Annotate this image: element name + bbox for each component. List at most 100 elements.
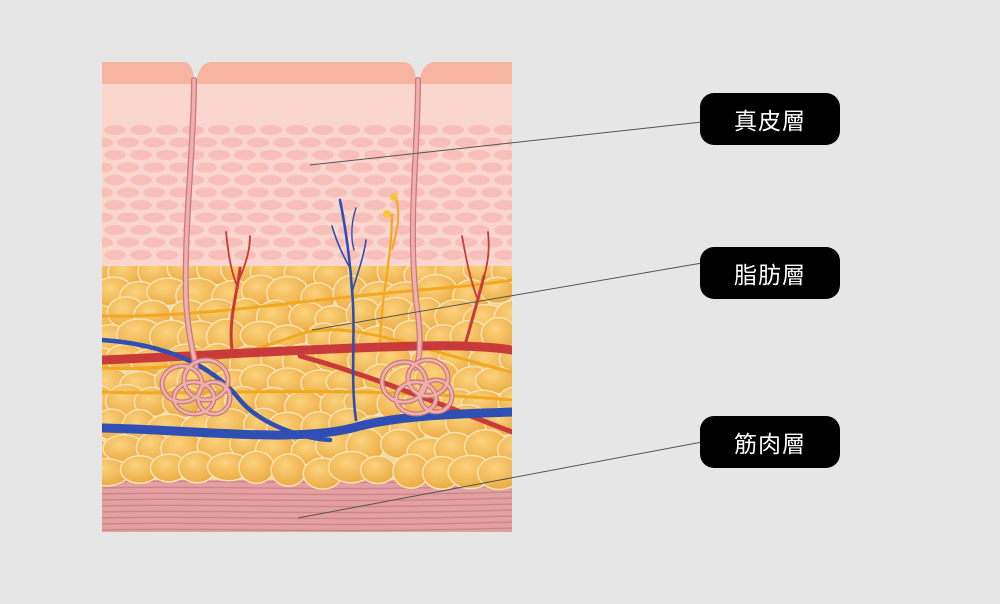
dermis-cell bbox=[351, 162, 373, 173]
dermis-cell bbox=[364, 125, 386, 135]
dermis-cell bbox=[468, 250, 490, 260]
dermis-cell bbox=[247, 212, 269, 223]
dermis-cell bbox=[494, 200, 512, 210]
dermis-cell bbox=[117, 212, 139, 223]
dermis-cell bbox=[234, 250, 256, 260]
dermis-cell bbox=[195, 137, 217, 148]
dermis-cell bbox=[78, 225, 100, 235]
dermis-cell bbox=[312, 225, 334, 235]
dermis-cell bbox=[429, 212, 451, 223]
dermis-cell bbox=[429, 187, 451, 198]
dermis-cell bbox=[208, 125, 230, 135]
dermis-cell bbox=[390, 175, 412, 185]
dermis-cell bbox=[221, 237, 243, 248]
dermis-cell bbox=[338, 225, 360, 235]
dermis-cell bbox=[195, 162, 217, 173]
dermis-cell bbox=[102, 162, 113, 173]
dermis-cell bbox=[208, 200, 230, 210]
dermis-cell bbox=[442, 175, 464, 185]
dermis-cell bbox=[390, 225, 412, 235]
dermis-cell bbox=[416, 250, 438, 260]
dermis-cell bbox=[312, 175, 334, 185]
dermis-cell bbox=[455, 137, 477, 148]
dermis-cell bbox=[156, 125, 178, 135]
dermis-cell bbox=[416, 125, 438, 135]
dermis-cell bbox=[325, 137, 347, 148]
dermis-cell bbox=[416, 175, 438, 185]
dermis-cell bbox=[247, 162, 269, 173]
dermis-cell bbox=[104, 175, 126, 185]
dermis-cell bbox=[234, 150, 256, 160]
dermis-cell bbox=[130, 125, 152, 135]
dermis-cell bbox=[481, 137, 503, 148]
dermis-cell bbox=[442, 125, 464, 135]
dermis-cell bbox=[104, 200, 126, 210]
dermis-cell bbox=[195, 237, 217, 248]
dermis-cell bbox=[169, 137, 191, 148]
dermis-cell bbox=[312, 125, 334, 135]
dermis-cell bbox=[494, 250, 512, 260]
dermis-cell bbox=[221, 137, 243, 148]
dermis-cell bbox=[221, 212, 243, 223]
dermis-cell bbox=[286, 175, 308, 185]
fat-cell bbox=[359, 455, 397, 485]
muscle-fiber bbox=[102, 509, 512, 514]
dermis-cell bbox=[78, 175, 100, 185]
dermis-cell bbox=[156, 150, 178, 160]
sweat-gland-right bbox=[379, 77, 455, 417]
dermis-cell bbox=[143, 187, 165, 198]
dermis-cell bbox=[260, 200, 282, 210]
dermis-cell bbox=[455, 237, 477, 248]
fat-cell bbox=[270, 453, 307, 487]
dermis-cell bbox=[260, 250, 282, 260]
dermis-cell bbox=[299, 137, 321, 148]
dermis-cell bbox=[104, 225, 126, 235]
dermis-cell bbox=[325, 212, 347, 223]
dermis-cell bbox=[143, 212, 165, 223]
dermis-cell bbox=[234, 200, 256, 210]
sweat-gland-left bbox=[159, 77, 233, 417]
dermis-cell bbox=[507, 213, 512, 222]
dermis-cell bbox=[156, 225, 178, 235]
dermis-cell bbox=[260, 125, 282, 135]
dermis-cell bbox=[221, 187, 243, 198]
label-fat-layer: 脂肪層 bbox=[700, 247, 840, 299]
label-muscle-layer: 筋肉層 bbox=[700, 416, 840, 468]
dermis-cell bbox=[195, 212, 217, 223]
dermis-cell bbox=[364, 225, 386, 235]
dermis-cell bbox=[78, 125, 100, 135]
dermis-cell bbox=[78, 200, 100, 210]
dermis-cell bbox=[351, 137, 373, 148]
nerve-ending bbox=[390, 193, 398, 201]
dermis-cell bbox=[494, 125, 512, 135]
dermis-cell bbox=[429, 237, 451, 248]
dermis-cell bbox=[455, 187, 477, 198]
muscle-fiber bbox=[102, 491, 512, 496]
dermis-cell bbox=[234, 175, 256, 185]
dermis-cell bbox=[299, 187, 321, 198]
dermis-cell bbox=[130, 150, 152, 160]
dermis-cell bbox=[143, 137, 165, 148]
dermis-cell bbox=[416, 200, 438, 210]
muscle-fiber bbox=[102, 527, 512, 532]
dermis-cell bbox=[117, 162, 139, 173]
dermis-cell bbox=[102, 187, 113, 198]
dermis-cell bbox=[442, 225, 464, 235]
dermis-cell bbox=[130, 225, 152, 235]
dermis-cell bbox=[416, 225, 438, 235]
dermis-cell bbox=[208, 250, 230, 260]
dermis-cell bbox=[338, 150, 360, 160]
fat-cell bbox=[477, 455, 512, 491]
dermis-cell bbox=[494, 150, 512, 160]
dermis-cell bbox=[247, 137, 269, 148]
dermis-cell bbox=[507, 163, 512, 172]
dermis-cell bbox=[299, 212, 321, 223]
epidermis-layer bbox=[102, 62, 512, 84]
dermis-cell bbox=[130, 175, 152, 185]
dermis-cell bbox=[273, 212, 295, 223]
muscle-fiber bbox=[102, 497, 512, 502]
dermis-cell bbox=[364, 200, 386, 210]
dermis-cell bbox=[325, 237, 347, 248]
